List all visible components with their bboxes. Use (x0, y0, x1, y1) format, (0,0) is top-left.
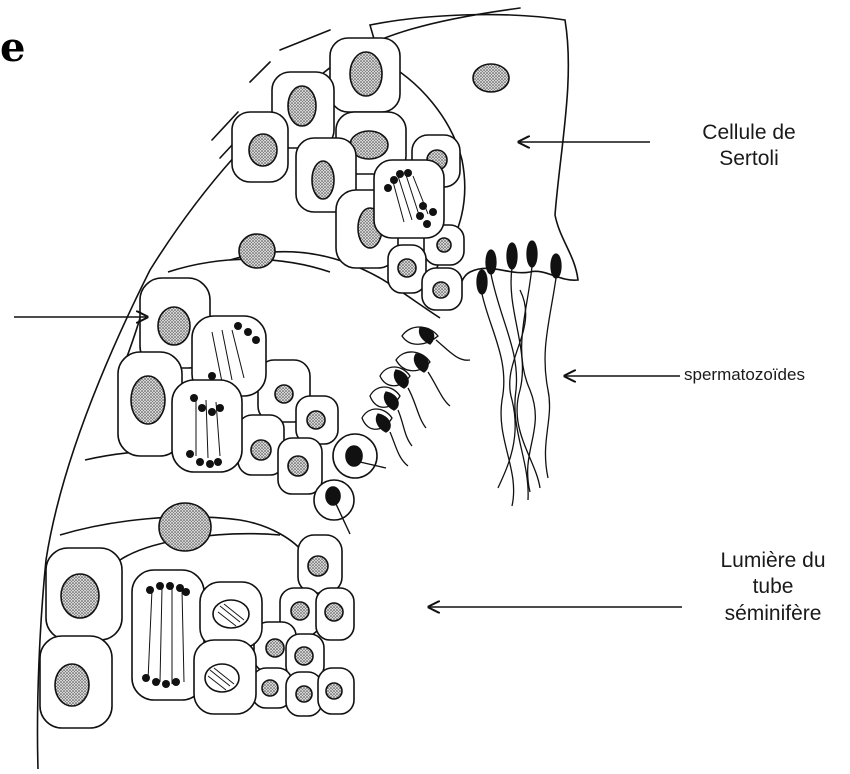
dividing-cell (172, 380, 242, 472)
dividing-cell (194, 640, 256, 714)
label-sertoli-line1: Cellule de (664, 120, 834, 146)
sperm-head (551, 254, 561, 278)
label-lumen-line3: séminifère (698, 601, 848, 627)
sperm-head (486, 250, 496, 274)
label-sertoli-cell: Cellule de Sertoli (664, 120, 834, 173)
spermatid (314, 480, 354, 534)
germ-cell (473, 64, 509, 92)
germ-cell (239, 234, 275, 268)
germ-cell (318, 668, 354, 714)
germ-cell (298, 535, 342, 593)
germ-cell (330, 38, 400, 112)
spermatozoa-bundle (477, 241, 561, 506)
germ-cell (159, 503, 211, 551)
elongating-spermatids (362, 327, 470, 466)
label-lumen: Lumière du tube séminifère (698, 548, 848, 627)
dividing-cell (200, 582, 262, 648)
germ-cell (232, 112, 288, 182)
germ-cell (296, 396, 338, 444)
germ-cell (316, 588, 354, 640)
heading-fragment: e (0, 24, 25, 71)
dividing-cell (374, 160, 444, 238)
germ-cell (388, 245, 426, 293)
label-sertoli-line2: Sertoli (664, 146, 834, 172)
sperm-head (507, 243, 517, 269)
germ-cell (40, 636, 112, 728)
label-lumen-line1: Lumière du (698, 548, 848, 574)
germ-cell (278, 438, 322, 494)
label-spermatozoa: spermatozoïdes (684, 364, 850, 385)
germ-cell (46, 548, 122, 640)
sperm-head (527, 241, 537, 267)
sperm-head (477, 270, 487, 294)
spermatid (333, 434, 386, 478)
label-lumen-line2: tube (698, 574, 848, 600)
germ-cells (40, 38, 509, 728)
germ-cell (286, 672, 322, 716)
germ-cell (238, 415, 284, 475)
germ-cell (422, 268, 462, 310)
